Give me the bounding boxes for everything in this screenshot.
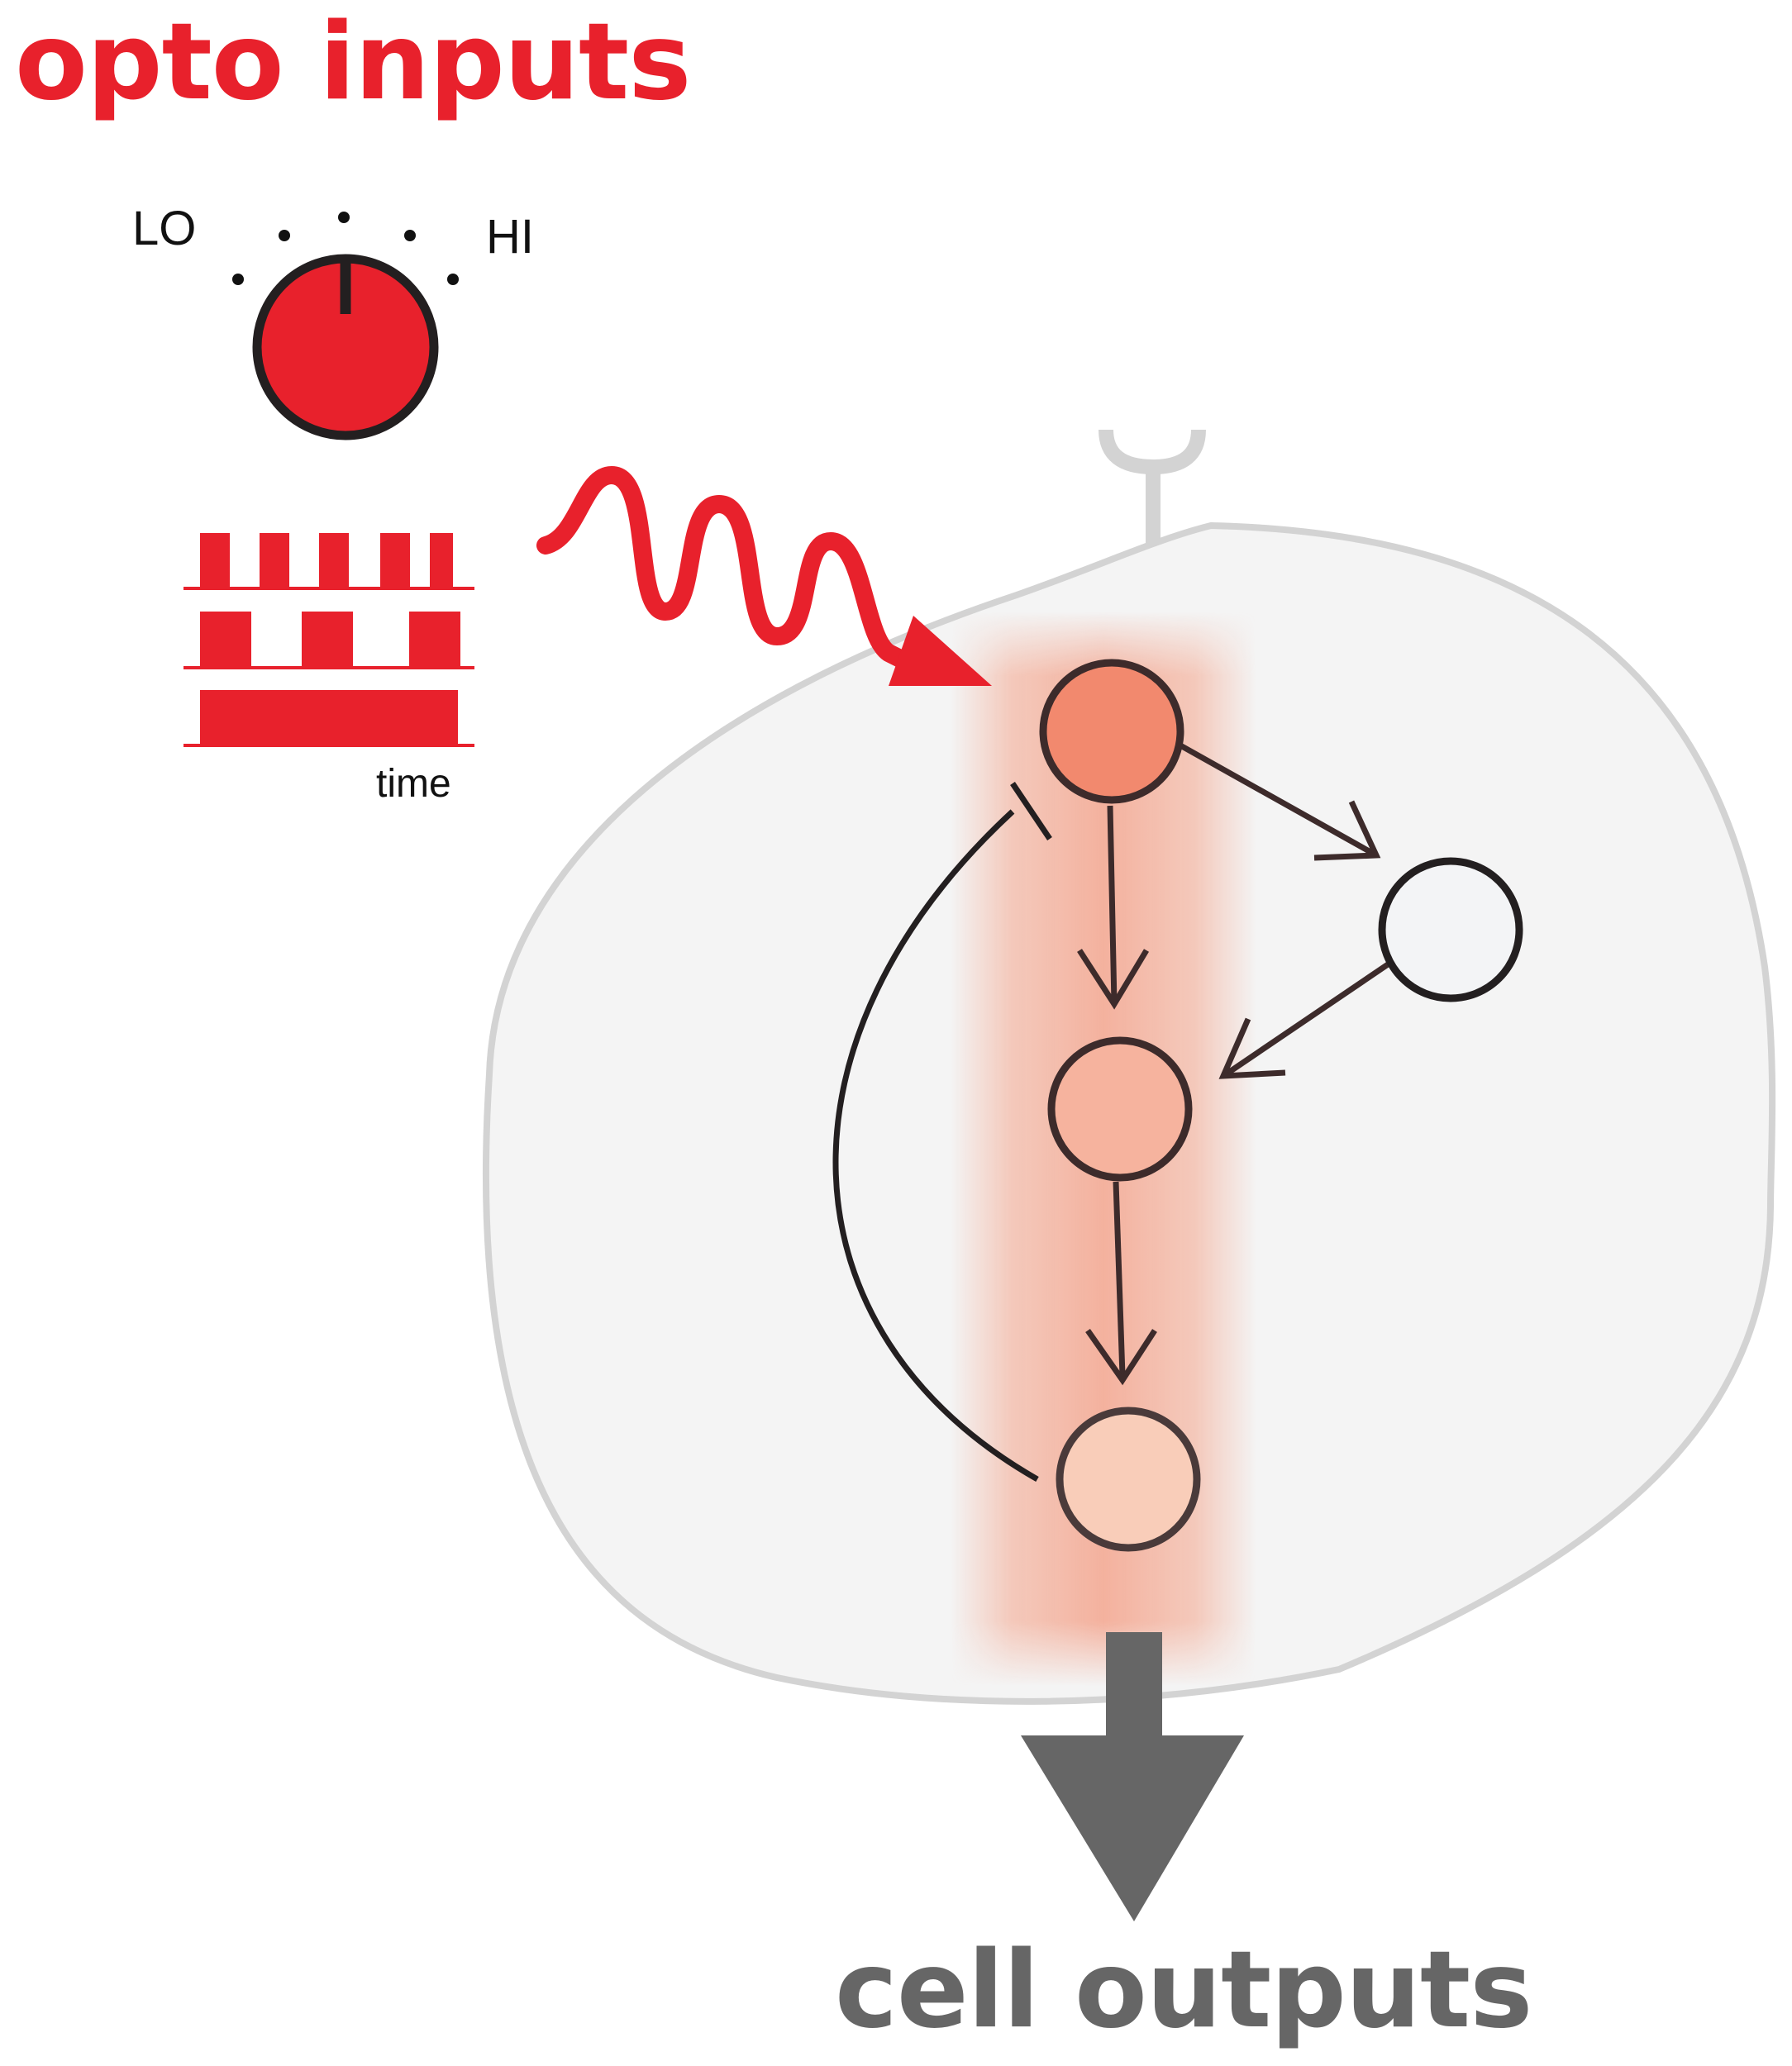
top-node [1039,659,1184,804]
edge-top-to-side [1179,742,1381,861]
light-input-arrow-icon [536,466,992,686]
title-cell-outputs: cell outputs [835,1929,1532,2052]
pulse-row-medium [183,612,474,669]
edge-middle-to-bottom [1085,1181,1157,1386]
edge-side-to-middle [1218,960,1392,1079]
pulse-row-constant [183,690,474,747]
edge-top-to-middle [1077,805,1150,1010]
knob-low-label: LO [132,202,197,255]
knob-high-label: HI [486,210,534,264]
output-arrow-icon [1021,1632,1244,1921]
time-axis-label: time [376,762,451,806]
side-node [1378,857,1523,1002]
pulse-pattern-icon [183,533,474,747]
title-opto-inputs: opto inputs [15,1,691,124]
pulse-row-fast [183,533,474,590]
activation-edges [1077,742,1392,1386]
middle-node [1047,1036,1193,1182]
bottom-node [1056,1407,1201,1552]
inhibition-edge [832,782,1052,1483]
intensity-knob-icon [232,212,459,440]
